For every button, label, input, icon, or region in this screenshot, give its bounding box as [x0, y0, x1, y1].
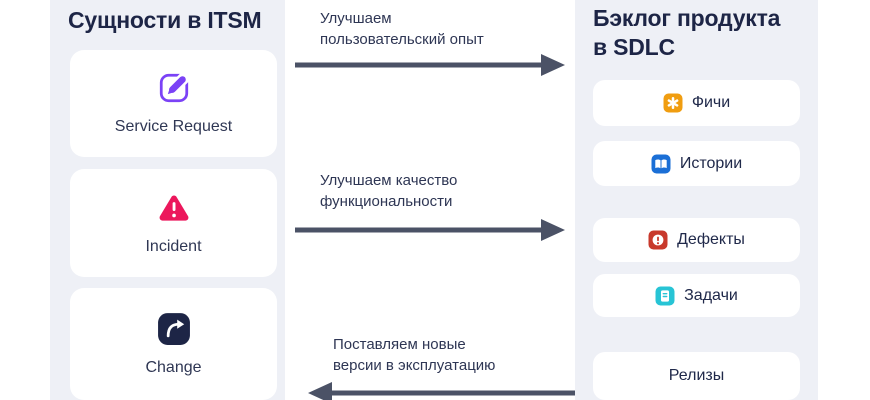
release-item: Релизы	[593, 352, 800, 400]
change-label: Change	[145, 358, 202, 376]
arrow-right-icon	[295, 219, 565, 241]
sdlc-panel	[575, 0, 818, 400]
feature-label: Фичи	[691, 94, 731, 111]
sdlc-title: Бэклог продукта в SDLC	[593, 5, 781, 60]
defect-error-icon	[648, 230, 668, 250]
flow-label-quality: Улучшаем качество функциональности	[320, 172, 458, 210]
change-card: Change	[70, 288, 277, 400]
story-book-icon	[651, 154, 671, 173]
task-label: Задачи	[684, 286, 738, 304]
service-request-card: Service Request	[70, 50, 277, 157]
task-item: Задачи	[593, 274, 800, 317]
task-document-icon	[655, 286, 675, 305]
defect-label: Дефекты	[677, 231, 745, 248]
service-request-label: Service Request	[114, 118, 233, 135]
itsm-title: Сущности в ITSM	[68, 7, 262, 33]
feature-asterisk-icon	[663, 93, 683, 113]
arrow-right-icon	[295, 54, 565, 76]
story-item: Истории	[593, 141, 800, 186]
flow-label-user-experience: Улучшаем пользовательский опыт	[320, 10, 484, 48]
release-label: Релизы	[668, 367, 725, 384]
defect-item: Дефекты	[593, 218, 800, 262]
arrow-left-icon	[308, 382, 575, 400]
incident-card: Incident	[70, 169, 277, 277]
incident-label: Incident	[145, 237, 202, 255]
warning-triangle-icon	[159, 195, 188, 221]
pencil-square-icon	[159, 72, 189, 103]
story-label: Истории	[679, 154, 743, 172]
curved-arrow-icon	[157, 312, 190, 345]
feature-item: Фичи	[593, 80, 800, 126]
flow-label-releases: Поставляем новые версии в эксплуатацию	[333, 336, 496, 374]
